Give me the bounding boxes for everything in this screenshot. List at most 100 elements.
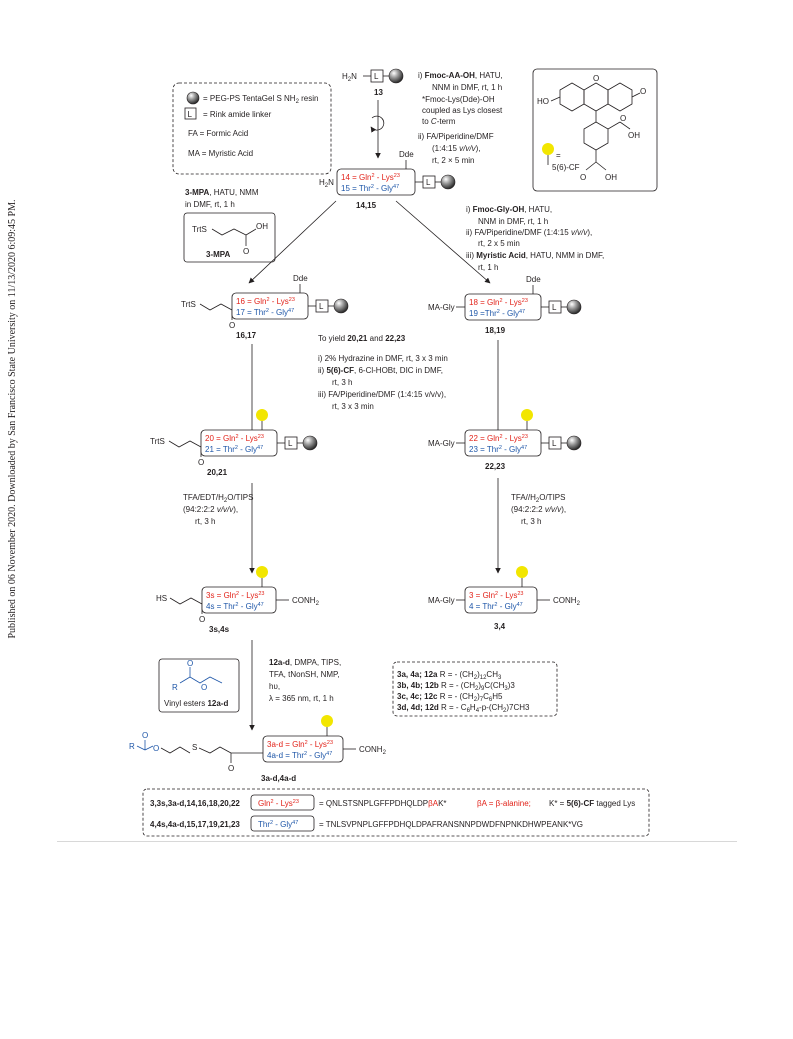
linker-icon	[184, 107, 197, 120]
svg-text:CONH2: CONH2	[292, 596, 320, 607]
r-group-b: 3b, 4b; 12b R = - (CH2)9C(CH3)3	[397, 681, 515, 692]
svg-text:16 = Gln2 - Lys23: 16 = Gln2 - Lys23	[236, 297, 295, 306]
k-star-note: K* = 5(6)-CF tagged Lys	[549, 799, 635, 808]
cf-dot	[516, 566, 528, 578]
svg-text:S: S	[192, 743, 197, 752]
svg-text:L: L	[288, 439, 293, 448]
svg-text:Vinyl esters 12a-d: Vinyl esters 12a-d	[164, 699, 228, 708]
svg-text:rt, 3 x 3 min: rt, 3 x 3 min	[332, 402, 374, 411]
linker-symbol: L	[188, 110, 193, 119]
svg-text:3s = Gln2 - Lys23: 3s = Gln2 - Lys23	[206, 591, 264, 600]
cf-equals: =	[556, 151, 561, 160]
svg-text:R: R	[172, 683, 178, 692]
label-3ad-4ad: 3a-d,4a-d	[261, 774, 296, 783]
svg-text:*Fmoc-Lys(Dde)-OH: *Fmoc-Lys(Dde)-OH	[422, 95, 495, 104]
svg-text:4s = Thr2 - Gly47: 4s = Thr2 - Gly47	[206, 602, 264, 611]
acid-oh: OH	[628, 131, 640, 140]
svg-text:in DMF, rt, 1 h: in DMF, rt, 1 h	[185, 200, 235, 209]
compound-16-17: TrtS O 16 = Gln2 - Lys23 17 = Thr2 - Gly…	[181, 274, 349, 340]
resin-bead-icon	[566, 435, 582, 451]
cf-dot	[256, 409, 268, 421]
svg-text:hυ,: hυ,	[269, 682, 280, 691]
svg-text:22 = Gln2 - Lys23: 22 = Gln2 - Lys23	[469, 434, 528, 443]
compound-14-15: H2N 14 = Gln2 - Lys23 15 = Thr2 - Gly47 …	[319, 150, 456, 210]
compound-13: H2N L 13	[342, 68, 404, 97]
svg-text:Dde: Dde	[293, 274, 308, 283]
svg-text:O: O	[187, 659, 193, 668]
svg-text:ii) FA/Piperidine/DMF: ii) FA/Piperidine/DMF	[418, 132, 494, 141]
ketone-o: O	[640, 87, 646, 96]
resin-bead-icon	[333, 298, 349, 314]
label-3-4: 3,4	[494, 622, 506, 631]
svg-text:Gln2 - Lys23: Gln2 - Lys23	[258, 799, 299, 808]
svg-text:rt, 3 h: rt, 3 h	[521, 517, 541, 526]
compound-3s-4s: HS O 3s = Gln2 - Lys23 4s = Thr2 - Gly47…	[156, 566, 320, 634]
label-14-15: 14,15	[356, 201, 377, 210]
r-group-c: 3c, 4c; 12c R = - (CH2)7C6H5	[397, 692, 503, 703]
svg-text:HS: HS	[156, 594, 167, 603]
sequence-row1: = QNLSTSNPLGFFPDHQLDPβAK*	[319, 799, 447, 808]
svg-text:O: O	[199, 615, 205, 624]
svg-text:ii) 5(6)-CF, 6-Cl-HOBt, DIC i: ii) 5(6)-CF, 6-Cl-HOBt, DIC in DMF,	[318, 366, 443, 375]
resin-bead-icon	[302, 435, 318, 451]
svg-text:MA-Gly: MA-Gly	[428, 596, 455, 605]
svg-text:rt, 2 × 5 min: rt, 2 × 5 min	[432, 156, 474, 165]
label-16-17: 16,17	[236, 331, 257, 340]
label-3s-4s: 3s,4s	[209, 625, 230, 634]
svg-text:rt, 2 x 5 min: rt, 2 x 5 min	[478, 239, 520, 248]
svg-text:i) 2% Hydrazine in DMF, rt,: i) 2% Hydrazine in DMF, rt, 3 x 3 min	[318, 354, 448, 363]
svg-text:18 = Gln2 - Lys23: 18 = Gln2 - Lys23	[469, 298, 528, 307]
resin-bead-icon	[566, 299, 582, 315]
svg-text:L: L	[552, 439, 557, 448]
svg-text:NNM in DMF, rt, 1 h: NNM in DMF, rt, 1 h	[478, 217, 548, 226]
h2n-label: H2N	[342, 72, 357, 83]
r-group-a: 3a, 4a; 12a R = - (CH2)12CH3	[397, 670, 502, 681]
svg-text:rt, 1 h: rt, 1 h	[478, 263, 498, 272]
acid2-o: O	[580, 173, 586, 182]
svg-text:i) Fmoc-AA-OH, HATU,: i) Fmoc-AA-OH, HATU,	[418, 71, 503, 80]
svg-text:14 = Gln2 - Lys23: 14 = Gln2 - Lys23	[341, 173, 400, 182]
acid2-oh: OH	[605, 173, 617, 182]
svg-text:NNM in DMF, rt, 1 h: NNM in DMF, rt, 1 h	[432, 83, 502, 92]
legend-resin: = PEG-PS TentaGel S NH2 resin	[203, 94, 318, 105]
compound-3ad-4ad: R O O S O 3a-d = Gln2 - Lys23 4a-d = Thr…	[129, 715, 387, 783]
legend-fa: FA = Formic Acid	[188, 129, 248, 138]
svg-text:21 = Thr2 - Gly47: 21 = Thr2 - Gly47	[205, 445, 263, 454]
svg-text:17 = Thr2 - Gly47: 17 = Thr2 - Gly47	[236, 308, 294, 317]
conditions-mpa: 3-MPA, HATU, NMM in DMF, rt, 1 h TrtS O …	[183, 188, 276, 263]
svg-text:MA-Gly: MA-Gly	[428, 303, 455, 312]
sequence-row1-ids: 3,3s,3a-d,14,16,18,20,22	[150, 799, 240, 808]
svg-text:iii) FA/Piperidine/DMF (1:4:15: iii) FA/Piperidine/DMF (1:4:15 v/v/v),	[318, 390, 446, 399]
svg-text:L: L	[319, 302, 324, 311]
svg-text:MA-Gly: MA-Gly	[428, 439, 455, 448]
svg-text:iii) Myristic Acid, HATU, NMM: iii) Myristic Acid, HATU, NMM in DMF,	[466, 251, 604, 260]
svg-text:(94:2:2:2 v/v/v),: (94:2:2:2 v/v/v),	[511, 505, 566, 514]
svg-text:TrtS: TrtS	[181, 300, 196, 309]
svg-text:O: O	[228, 764, 234, 773]
svg-text:O: O	[201, 683, 207, 692]
arrow-to-16	[248, 200, 337, 284]
label-20-21: 20,21	[207, 468, 228, 477]
acid-o: O	[620, 114, 626, 123]
svg-text:(94:2:2:2 v/v/v),: (94:2:2:2 v/v/v),	[183, 505, 238, 514]
svg-text:(1:4:15 v/v/v),: (1:4:15 v/v/v),	[432, 144, 480, 153]
svg-text:O: O	[229, 321, 235, 330]
svg-text:CONH2: CONH2	[359, 745, 387, 756]
svg-text:TrtS: TrtS	[192, 225, 207, 234]
linker-letter: L	[426, 178, 431, 187]
sequence-row2-ids: 4,4s,4a-d,15,17,19,21,23	[150, 820, 240, 829]
svg-text:O: O	[153, 744, 159, 753]
vinyl-ester-box: O O R Vinyl esters 12a-d	[158, 658, 240, 713]
svg-text:20 = Gln2 - Lys23: 20 = Gln2 - Lys23	[205, 434, 264, 443]
svg-text:coupled as Lys closest: coupled as Lys closest	[422, 106, 503, 115]
legend-linker: = Rink amide linker	[203, 110, 272, 119]
sequence-key: 3,3s,3a-d,14,16,18,20,22 Gln2 - Lys23 = …	[142, 788, 650, 837]
resin-bead-icon	[440, 174, 456, 190]
conditions-cf: To yield 20,21 and 22,23 i) 2% Hydrazine…	[318, 334, 448, 411]
svg-text:3a-d = Gln2 - Lys23: 3a-d = Gln2 - Lys23	[267, 740, 333, 749]
svg-text:i) Fmoc-Gly-OH, HATU,: i) Fmoc-Gly-OH, HATU,	[466, 205, 552, 214]
legend-ma: MA = Myristic Acid	[188, 149, 253, 158]
label-13: 13	[374, 88, 383, 97]
cf-dot-legend	[542, 143, 554, 155]
